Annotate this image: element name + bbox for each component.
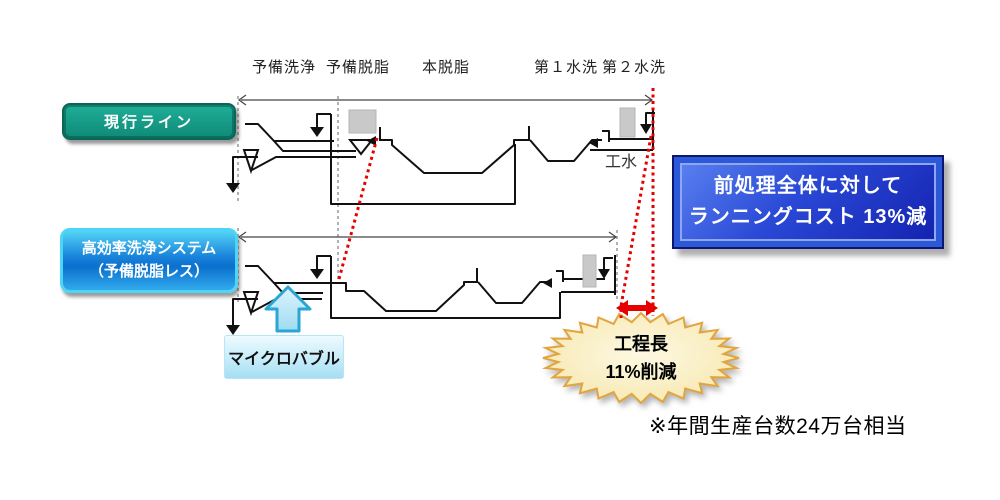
hopper-icon: [242, 149, 260, 175]
current-line-badge-label: 現行ライン: [103, 114, 194, 131]
inlet-arrow-icon: [310, 127, 324, 137]
stage-label-rinse1: 第１水洗: [533, 59, 599, 76]
stage-label-rinse2: 第２水洗: [601, 59, 667, 76]
improved-system-badge-main: 高効率洗浄システム: [81, 240, 217, 257]
length-reduction-arrow: [616, 300, 658, 316]
cost-reduction-box: 前処理全体に対して ランニングコスト 13%減: [672, 155, 944, 249]
cost-reduction-line1: 前処理全体に対して: [713, 175, 903, 197]
predegrease-removed-marker: [337, 137, 379, 280]
starburst-shape: [541, 311, 741, 405]
down-arrow-icon: [598, 269, 610, 279]
span-arrow-current: [237, 94, 654, 106]
improved-system-badge-sub: （予備脱脂レス）: [88, 262, 209, 280]
industrial-water-label: 工水: [605, 153, 637, 171]
equipment-box: [348, 109, 377, 134]
equipment-box: [582, 254, 597, 288]
stage-label-maindegrease: 本脱脂: [421, 59, 471, 76]
improved-system-badge: 高効率洗浄システム （予備脱脂レス）: [60, 228, 238, 293]
left-arrow-icon: [589, 138, 598, 148]
down-arrow-icon: [226, 183, 240, 193]
microbubble-label: マイクロバブル: [224, 335, 344, 379]
left-arrow-icon: [367, 136, 376, 146]
span-arrow-improved: [237, 231, 618, 243]
current-line-badge: 現行ライン: [62, 103, 236, 140]
process-line-improved: [226, 254, 616, 335]
stage-label-preclean: 予備洗浄: [251, 59, 317, 76]
hopper-icon: [242, 291, 260, 317]
length-reduction-line1: 工程長: [614, 334, 668, 354]
process-line-current: 工水: [226, 107, 655, 205]
length-reduction-line2: 11%削減: [605, 361, 677, 382]
stage-label-predegrease: 予備脱脂: [325, 59, 391, 76]
inlet-arrow-icon: [310, 269, 324, 279]
hopper-icon: [347, 139, 375, 156]
down-arrow-icon: [640, 124, 652, 134]
left-arrow-icon: [543, 278, 552, 288]
equipment-box: [619, 107, 636, 138]
footnote: ※年間生産台数24万台相当: [649, 415, 907, 438]
stage-boundary-dashes: [237, 96, 618, 302]
length-reduction-callout: 工程長 11%削減: [556, 331, 726, 387]
microbubble-arrow-icon: [264, 285, 312, 333]
down-arrow-icon: [226, 325, 240, 335]
cost-reduction-line2: ランニングコスト 13%減: [688, 206, 928, 228]
